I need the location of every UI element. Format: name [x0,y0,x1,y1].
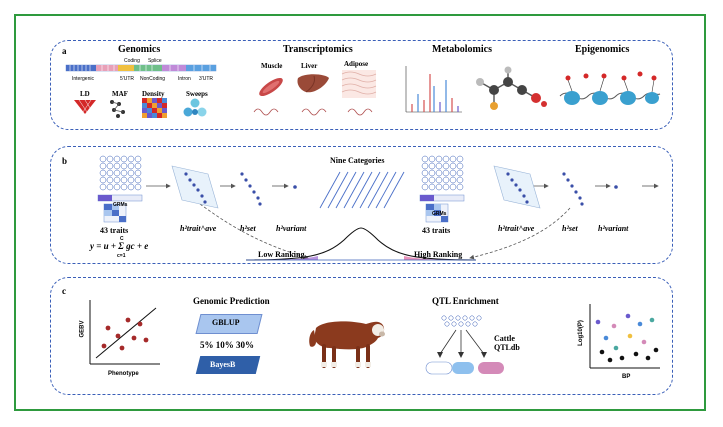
panel-c-letter: c [62,286,66,296]
track-label-noncoding: NonCoding [140,76,166,82]
outer-frame [14,14,706,411]
tissue-adipose: Adipose [344,60,369,68]
track-label-coding: Coding [124,58,140,64]
left-h2-variant: h²variant [276,224,307,233]
cattle-image [309,321,385,368]
manhattan-plot [589,304,660,369]
panel-a-letter: a [62,46,67,56]
model-equation: y = u + Σ gc + e [90,241,149,251]
ranking-bell-curve [245,227,477,261]
molecule-icon [476,66,547,110]
track-label-splice: Splice [148,58,162,64]
training-percents: 5% 10% 30% [200,340,254,350]
sweeps-circles-icon [183,98,207,117]
track-label-intron: Intron [178,76,191,82]
bayesb-label: BayesB [210,360,236,369]
panel-c [50,277,673,395]
left-set-dots [240,172,262,206]
left-grm-label: GRMs [113,202,128,208]
cattle-qtldb-line2: QTLdb [494,343,520,352]
gblup-label: GBLUP [212,318,240,327]
tissue-liver: Liver [301,62,318,70]
ld-triangle-icon [74,99,96,114]
gebv-axis-label: GEBV [79,320,86,338]
cattle-qtldb-line1: Cattle [494,334,515,343]
adipose-icon [341,70,377,98]
epigenomics-title: Epigenomics [575,44,630,55]
density-heatmap-icon [142,98,167,118]
high-ranking-label: High Ranking [414,250,463,259]
genomics-title: Genomics [118,44,161,55]
transcript-wave-icon [253,108,373,116]
left-h2-set: h²set [240,224,256,233]
right-parallelogram [493,165,541,209]
nine-categories-title: Nine Categories [330,156,385,165]
track-label-intergenic: Intergenic [72,76,94,82]
panel-a [50,40,673,130]
genome-track-graphic [65,64,217,72]
equation-upper-limit: C [120,236,124,242]
nucleosome-icon [559,71,661,105]
low-ranking-label: Low Ranking [258,250,305,259]
feature-ld: LD [80,90,90,98]
phenotype-axis-label: Phenotype [108,371,139,377]
panel-b-letter: b [62,156,68,166]
feature-maf: MAF [112,90,128,98]
right-grm-matrix [425,203,449,223]
left-parallelogram [171,165,219,209]
maf-icon [110,100,125,118]
transcriptomics-title: Transcriptomics [283,44,353,55]
liver-icon [297,74,329,93]
nine-categories-stripes [319,171,405,209]
left-grm-matrix [103,203,127,223]
right-grm-label: GRMs [432,211,447,217]
genomic-prediction-title: Genomic Prediction [193,296,270,306]
right-h2-trait: h²trait^ave [498,224,535,233]
right-set-dots [562,172,584,206]
left-variant-dot [293,185,297,189]
gebv-phenotype-scatter [89,300,160,365]
right-sample-grid [419,155,465,202]
metabolomics-title: Metabolomics [432,44,492,55]
qtl-enrichment-graphic [425,315,504,375]
left-h2-trait: h²trait^ave [180,224,217,233]
left-traits-count: 43 traits [100,226,129,235]
track-label-5utr: 5'UTR [120,76,135,82]
mass-spectrum-icon [405,66,462,113]
equation-lower-limit: c=1 [117,253,126,259]
feature-density: Density [142,90,165,98]
feature-sweeps: Sweeps [186,90,208,98]
muscle-icon [259,77,283,97]
tissue-muscle: Muscle [261,62,283,70]
left-sample-grid [97,155,143,202]
qtl-enrichment-title: QTL Enrichment [432,296,499,306]
track-label-3utr: 3'UTR [199,76,214,82]
panel-b [50,146,673,264]
right-h2-set: h²set [562,224,578,233]
right-h2-variant: h²variant [598,224,629,233]
right-traits-count: 43 traits [422,226,451,235]
right-variant-dot [614,185,618,189]
log10p-axis-label: Log10(P) [577,320,584,346]
bp-axis-label: BP [622,374,631,380]
